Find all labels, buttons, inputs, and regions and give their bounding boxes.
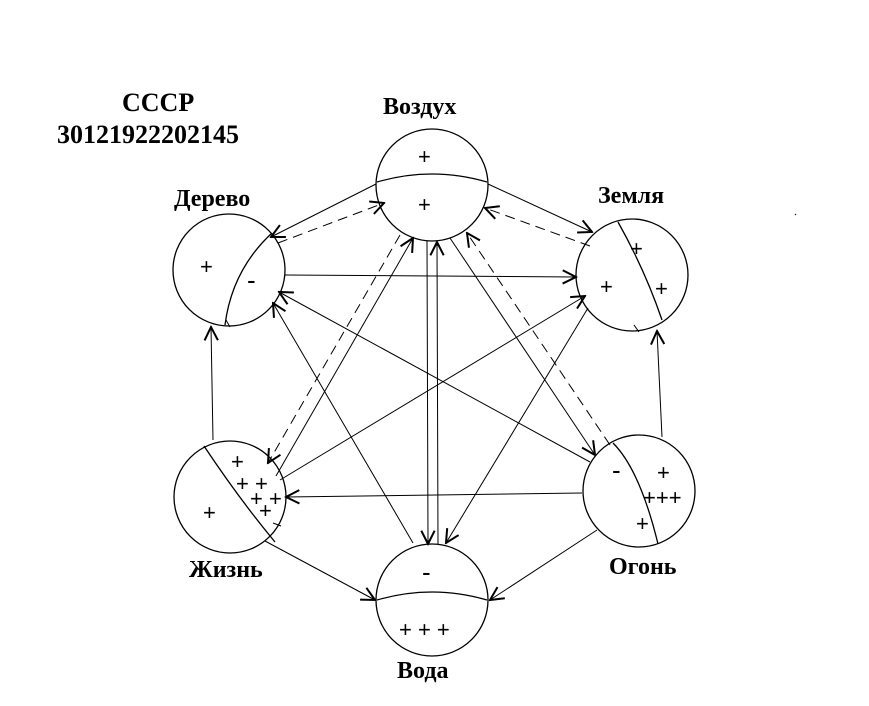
arrow-air-to-earth — [487, 183, 592, 232]
arrow-fire-to-wood — [279, 292, 591, 463]
arrow-fire-to-water — [490, 529, 598, 600]
dashed-arrow-earth-to-air — [485, 208, 591, 247]
air-divider — [376, 173, 488, 183]
life-sign-4: + — [259, 498, 272, 523]
water-bottom-sign: + + + — [399, 617, 450, 642]
dashed-arrow-fire-to-air — [467, 233, 611, 446]
wood-left-sign: + — [200, 254, 213, 279]
arrow-air-to-wood — [271, 183, 377, 237]
air-label: Воздух — [383, 94, 457, 120]
fire-label: Огонь — [609, 554, 677, 580]
water-divider — [376, 591, 488, 601]
earth-sign-2: + — [600, 274, 613, 299]
wood-label: Дерево — [174, 186, 251, 212]
dashed-arrow-air-to-life — [268, 234, 401, 463]
country-title: СССР — [122, 88, 195, 117]
earth-sign-1: + — [630, 236, 643, 261]
arrow-life-to-earth — [279, 296, 585, 481]
arrow-water-to-wood — [273, 303, 414, 544]
arrow-life-to-water — [264, 540, 375, 600]
fire-left-sign: - — [612, 455, 621, 485]
arrow-fire-to-life — [286, 493, 583, 497]
code-number: 30121922202145 — [57, 120, 239, 149]
fire-sign-3: + — [636, 511, 649, 536]
air-circle — [375, 128, 489, 242]
arrow-air-to-water — [427, 240, 428, 544]
tick-mark — [225, 319, 231, 328]
life-label: Жизнь — [189, 557, 263, 583]
arrow-fire-to-earth — [657, 331, 662, 438]
arrow-life-to-wood — [211, 327, 213, 441]
arrow-life-to-air — [275, 238, 413, 477]
fire-divider — [612, 442, 659, 545]
life-sign-3: + + — [250, 486, 282, 511]
wood-circle — [172, 213, 286, 327]
tick-mark — [633, 324, 640, 333]
air-bottom-sign: + — [418, 192, 431, 217]
life-sign-2: + + — [236, 471, 268, 496]
fire-sign-2: +++ — [643, 485, 682, 510]
wood-right-sign: - — [247, 265, 256, 295]
life-sign-5: + — [203, 500, 216, 525]
arrow-earth-to-water — [446, 307, 589, 543]
earth-divider — [617, 221, 663, 321]
air-top-sign: + — [418, 144, 431, 169]
life-sign-1: + — [231, 449, 244, 474]
water-label: Вода — [397, 658, 449, 684]
arrow-air-to-fire — [449, 237, 595, 455]
tick-mark — [794, 213, 797, 216]
water-top-sign: - — [422, 557, 431, 587]
arrow-wood-to-earth — [284, 275, 576, 277]
dashed-arrow-wood-to-air — [277, 203, 384, 244]
wood-divider — [224, 232, 273, 326]
fire-circle — [582, 434, 696, 548]
fire-sign-1: + — [657, 460, 670, 485]
tick-mark — [272, 522, 282, 527]
arrow-water-to-air — [437, 242, 438, 545]
earth-sign-3: + — [655, 276, 668, 301]
earth-label: Земля — [598, 183, 665, 209]
life-divider — [203, 445, 276, 543]
